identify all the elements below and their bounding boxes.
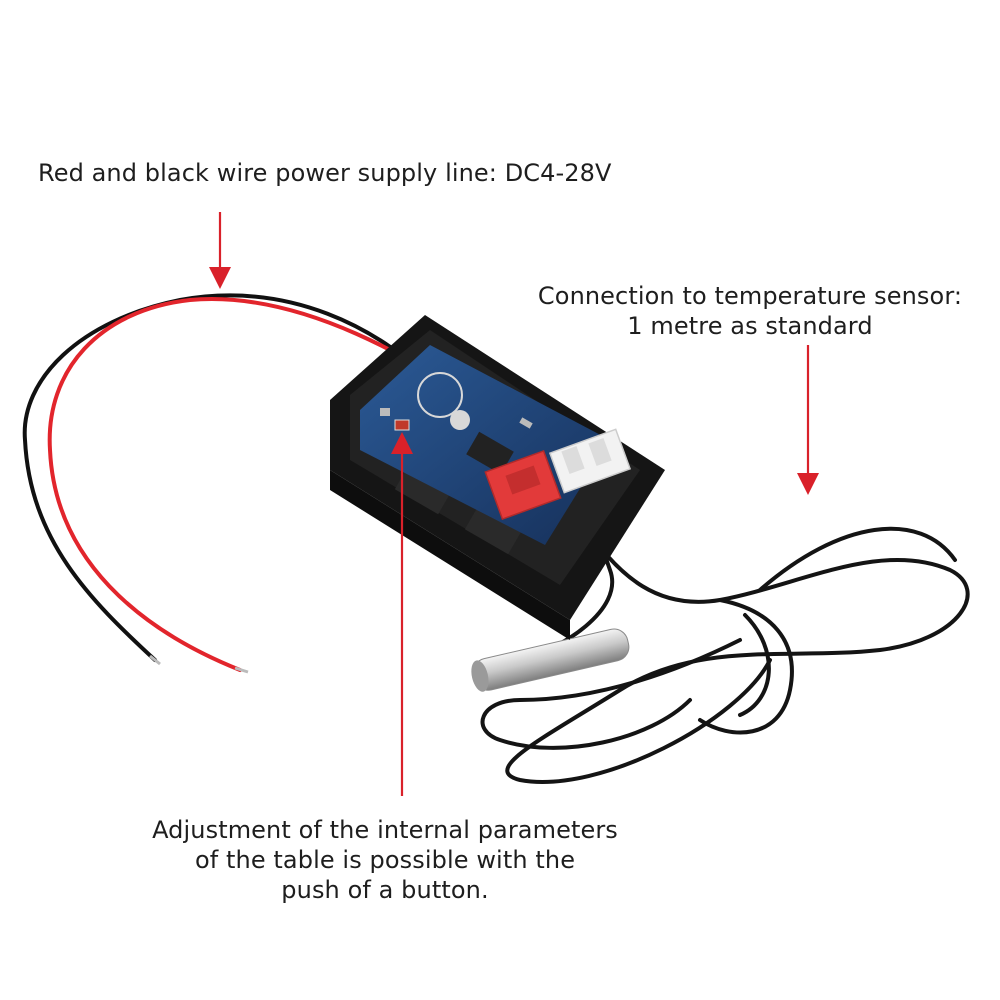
- sensor-caption: Connection to temperature sensor: 1 metr…: [520, 281, 980, 341]
- white-connector: [548, 428, 632, 494]
- button-caption-line-2: of the table is possible with the: [194, 846, 576, 874]
- sensor-caption-line-1: Connection to temperature sensor:: [537, 282, 963, 310]
- black-wire-tip: [149, 654, 161, 666]
- red-power-wire: [47, 297, 502, 672]
- sensor-caption-line-2: 1 metre as standard: [627, 312, 873, 340]
- red-connector: [484, 449, 562, 521]
- button-caption-line-1: Adjustment of the internal parameters: [152, 816, 618, 844]
- sensor-cable: [480, 518, 970, 784]
- red-wire-tip: [234, 666, 249, 674]
- button-caption: Adjustment of the internal parameters of…: [130, 815, 640, 905]
- button-caption-line-3: push of a button.: [281, 876, 489, 904]
- black-power-wire: [22, 293, 432, 662]
- power-supply-caption: Red and black wire power supply line: DC…: [38, 159, 612, 187]
- temperature-probe: [471, 628, 630, 692]
